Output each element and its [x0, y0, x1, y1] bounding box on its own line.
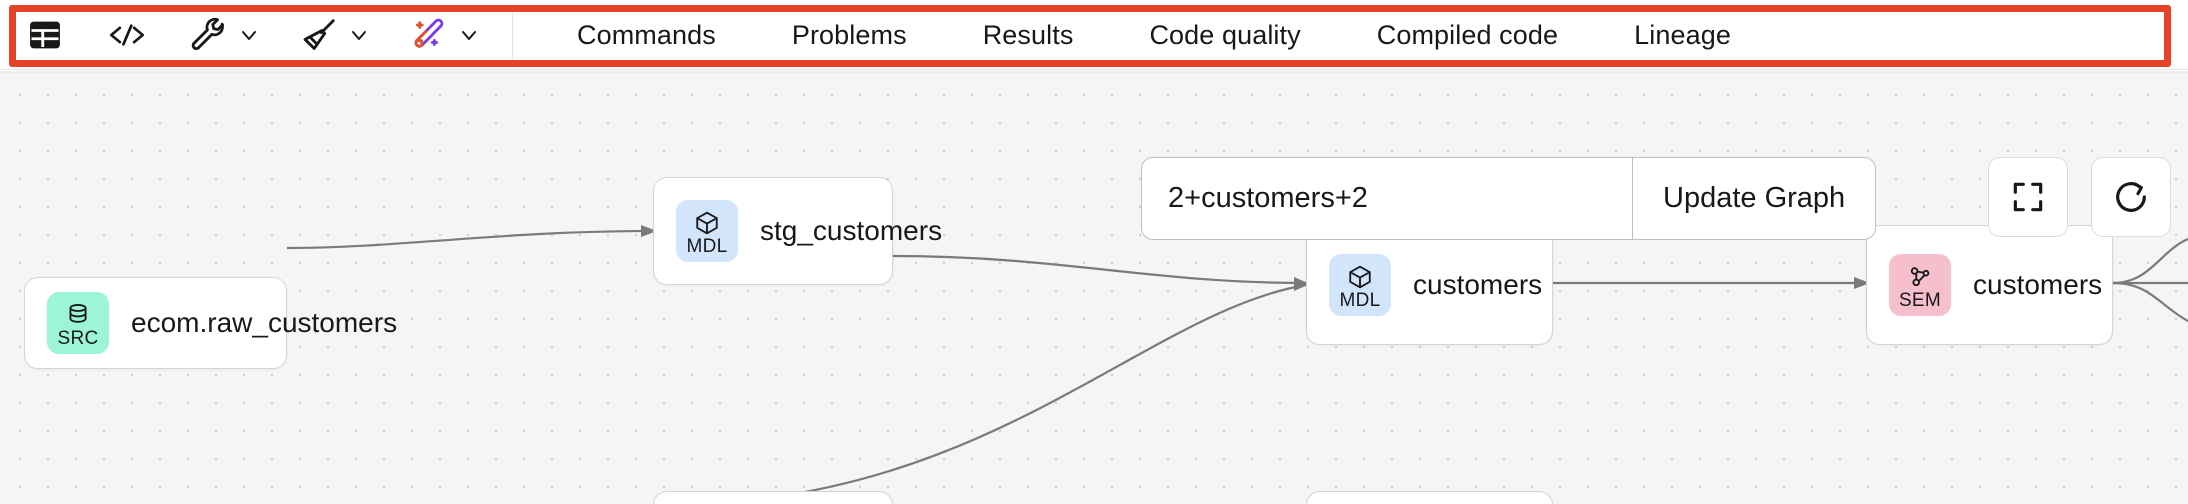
chevron-down-icon[interactable]: [234, 12, 264, 58]
tab-compiled-code[interactable]: Compiled code: [1376, 19, 1559, 50]
tab-lineage[interactable]: Lineage: [1634, 19, 1731, 50]
database-icon: [65, 298, 91, 328]
code-icon[interactable]: [104, 12, 150, 58]
magic-wand-icon[interactable]: [406, 12, 452, 58]
broom-tool[interactable]: [296, 12, 374, 58]
node-badge-src: SRC: [47, 292, 109, 354]
node-customers-sem[interactable]: SEM customers: [1866, 225, 2113, 345]
node-partial-left[interactable]: [653, 491, 893, 504]
node-badge-label: MDL: [686, 235, 728, 257]
tab-results[interactable]: Results: [982, 19, 1074, 50]
node-ecom-raw-customers[interactable]: SRC ecom.raw_customers: [24, 277, 397, 369]
node-badge-mdl: MDL: [676, 200, 738, 262]
edge-stg-to-customers: [892, 254, 1307, 285]
code-tool[interactable]: [104, 12, 150, 58]
table-tool[interactable]: [22, 12, 68, 58]
broom-icon[interactable]: [296, 12, 342, 58]
node-label: customers: [1413, 269, 1543, 300]
tab-problems[interactable]: Problems: [791, 19, 907, 50]
chevron-down-icon[interactable]: [454, 12, 484, 58]
edge-arrow-customers: [1294, 277, 1310, 291]
node-customers-mdl[interactable]: MDL customers: [1306, 225, 1553, 345]
chevron-down-icon[interactable]: [344, 12, 374, 58]
lineage-canvas[interactable]: SRC ecom.raw_customers MDL stg_customers: [0, 71, 2188, 504]
fullscreen-button[interactable]: [1988, 157, 2068, 237]
edge-bottom-to-customers: [699, 283, 1307, 504]
node-badge-label: MDL: [1339, 289, 1381, 311]
node-badge-sem: SEM: [1889, 254, 1951, 316]
table-icon[interactable]: [22, 12, 68, 58]
node-label: customers: [1973, 269, 2103, 300]
control-divider: [1632, 158, 1633, 239]
update-graph-button[interactable]: Update Graph: [1663, 182, 1846, 214]
edge-raw-to-stg: [286, 229, 654, 250]
node-badge-label: SEM: [1898, 289, 1942, 311]
toolbar-icon-group: [0, 0, 539, 70]
node-stg-customers[interactable]: MDL stg_customers: [653, 177, 942, 285]
node-label: stg_customers: [760, 215, 943, 246]
cube-icon: [1347, 260, 1373, 290]
wrench-tool[interactable]: [186, 12, 264, 58]
graph-selector-input[interactable]: [1142, 158, 1632, 239]
node-badge-mdl: MDL: [1329, 254, 1391, 316]
editor-toolbar: Commands Problems Results Code quality C…: [0, 0, 2188, 70]
refresh-button[interactable]: [2091, 157, 2171, 237]
node-partial-right[interactable]: [1306, 491, 1553, 504]
lineage-edges: [286, 225, 2188, 504]
wrench-icon[interactable]: [186, 12, 232, 58]
graph-selector-group: Update Graph: [1141, 157, 1877, 240]
canvas-top-edge: [0, 71, 2188, 73]
edge-arrow-stg: [641, 225, 657, 237]
toolbar-tabs: Commands Problems Results Code quality C…: [539, 0, 1769, 70]
cube-icon: [694, 206, 720, 236]
tab-commands[interactable]: Commands: [577, 19, 716, 50]
tab-code-quality[interactable]: Code quality: [1149, 19, 1301, 50]
semantic-icon: [1907, 260, 1933, 290]
node-label: ecom.raw_customers: [131, 307, 398, 338]
magic-wand-tool[interactable]: [406, 12, 484, 58]
edge-arrow-sem: [1854, 277, 1870, 289]
node-badge-label: SRC: [57, 327, 99, 349]
edge-sem-out-upper: [2112, 237, 2188, 285]
toolbar-divider: [512, 8, 513, 61]
